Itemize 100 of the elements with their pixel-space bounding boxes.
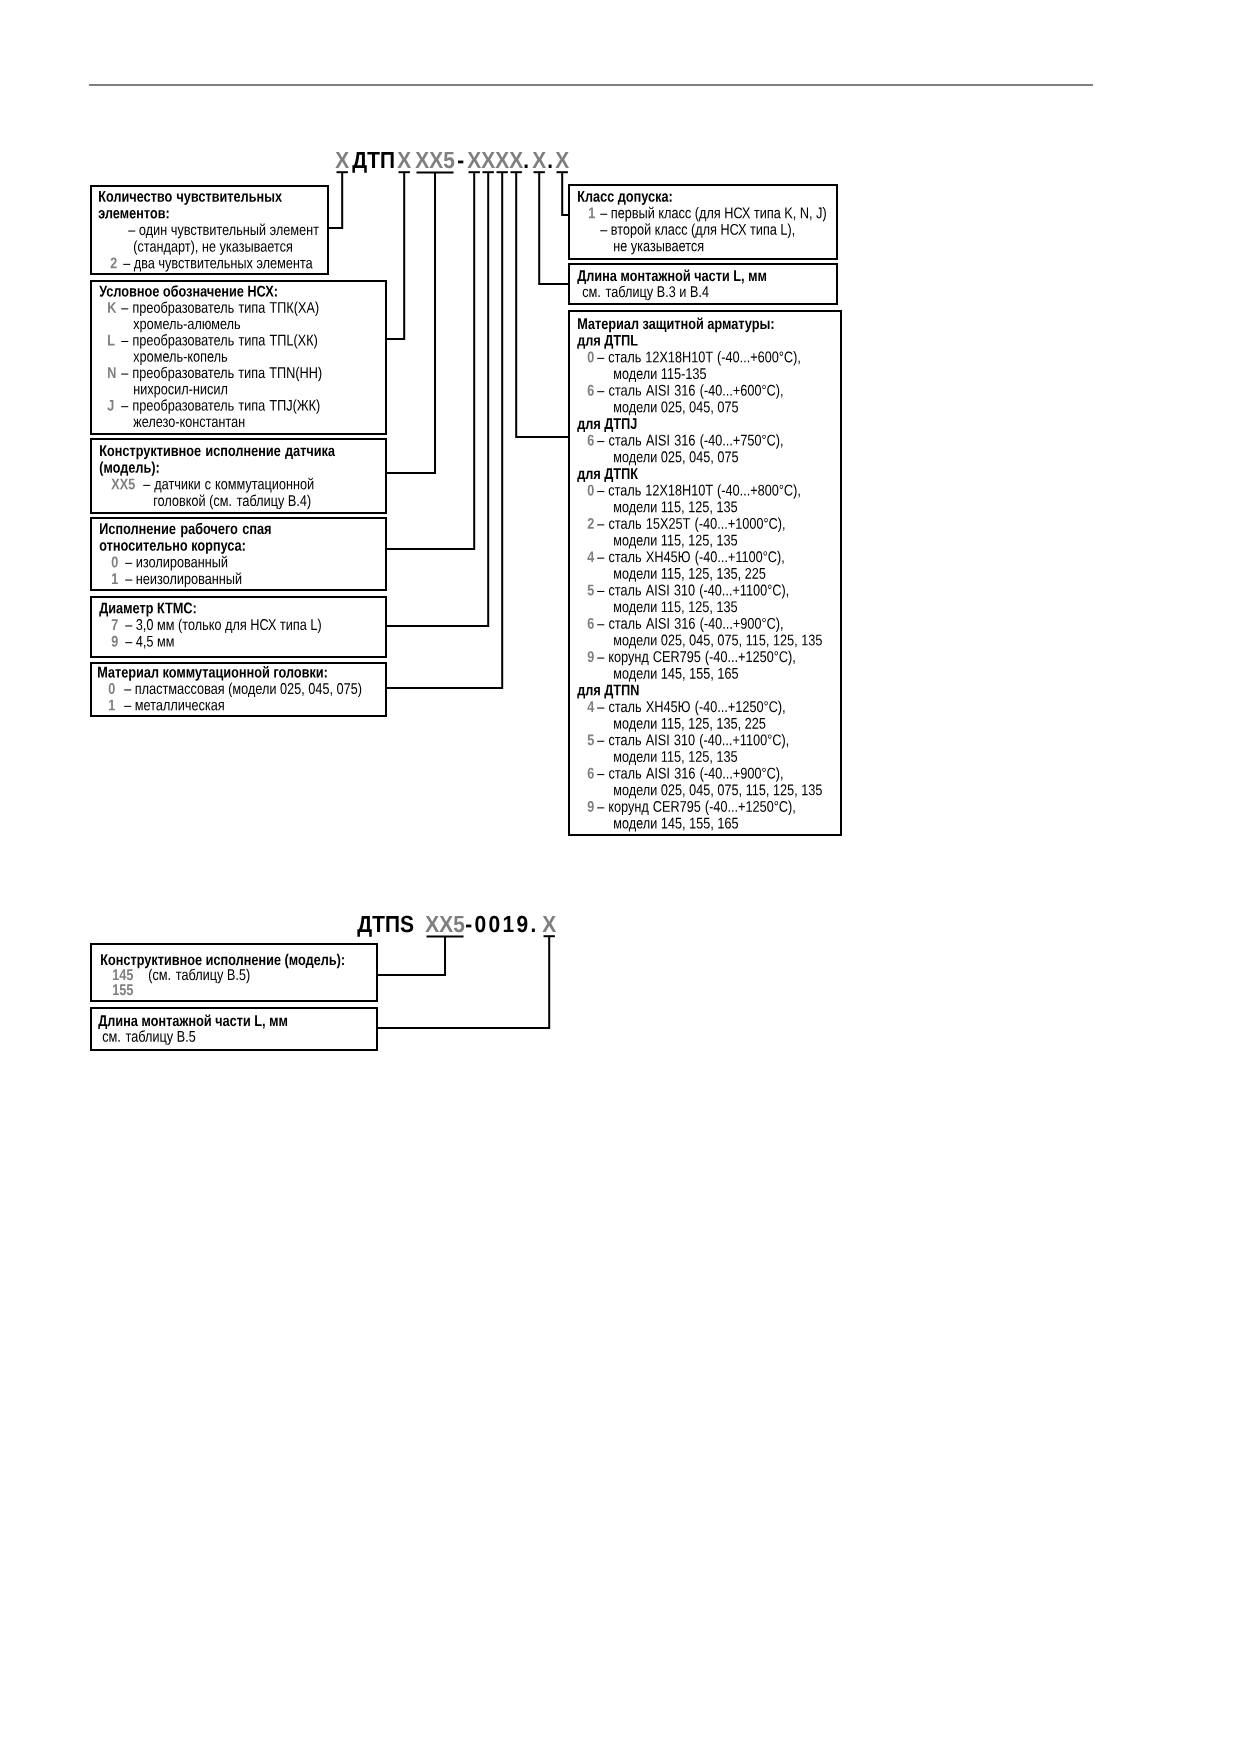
code-text: . [524, 164, 528, 168]
option-box [90, 662, 387, 717]
option-text: – сталь ХН45Ю (-40...+1250°C), модели 115, 125, 135, 225 [597, 700, 785, 732]
option-code: XX5 [111, 478, 135, 490]
code-field: X [335, 151, 349, 174]
leader-line [386, 171, 406, 340]
option-code: 6 [587, 767, 594, 779]
option-text: – сталь AISI 316 (-40...+600°C), модели 025, 045, 075 [597, 384, 783, 416]
leader-line [328, 171, 344, 229]
box-heading: Класс допуска: [578, 191, 672, 205]
option-text: – второй класс (для НСХ типа L), не указывается [600, 223, 795, 255]
option-text: см. таблицу В.3 и В.4 [582, 285, 709, 301]
option-code: 4 [587, 701, 595, 712]
code-field: XX5 [425, 916, 465, 938]
option-code: 2 [110, 257, 117, 269]
leader-line [386, 171, 490, 627]
group-heading: для ДТПN [577, 684, 639, 699]
box-heading: Условное обозначение НСХ: [99, 285, 277, 297]
option-text: – первый класс (для НСХ типа K, N, J) [600, 206, 826, 222]
code-field: X [509, 151, 523, 174]
option-text: (см. таблицу В.5) [149, 968, 250, 984]
code-field: XX5 [415, 151, 455, 174]
option-box [90, 185, 329, 275]
option-code: 5 [587, 584, 594, 596]
option-code: 9 [111, 635, 118, 647]
option-text: – преобразователь типа ТПN(НН) нихросил-нисил [121, 366, 322, 398]
leader-line [538, 171, 569, 285]
code-text: . [548, 164, 552, 168]
option-code: 155 [113, 984, 134, 996]
code-text: -0019. [466, 915, 535, 933]
option-box [568, 263, 838, 305]
option-text: – изолированный [125, 555, 228, 571]
option-text: – сталь 15Х25Т (-40...+1000°C), модели 115, 125, 135 [597, 517, 785, 549]
option-text: см. таблицу В.5 [102, 1030, 196, 1045]
option-code: J [107, 399, 114, 411]
leader-line [386, 171, 436, 474]
option-text: – сталь AISI 310 (-40...+1100°C), модели 115, 125, 135 [597, 584, 789, 616]
option-text: – корунд CER795 (-40...+1250°C), модели 145, 155, 165 [597, 800, 795, 832]
option-code: 1 [109, 699, 115, 711]
leader-line [561, 171, 569, 216]
group-heading: для ДТПJ [577, 418, 637, 432]
code-text: ДТПS [357, 915, 414, 937]
option-box [90, 1007, 378, 1051]
option-text: – сталь 12Х18Н10Т (-40...+600°C), модели 115-135 [597, 351, 800, 383]
option-text: – преобразователь типа ТПL(ХК) хромель-копель [121, 334, 318, 365]
leader-line [386, 171, 476, 550]
option-text: – сталь AISI 316 (-40...+900°C), модели 025, 045, 075, 115, 125, 135 [597, 767, 822, 799]
option-code: 0 [108, 683, 115, 695]
box-heading: Конструктивное исполнение датчика (модель): [99, 445, 336, 476]
option-text: – датчики с коммутационной головкой (см. таблицу В.4) [143, 477, 314, 510]
box-heading: Длина монтажной части L, мм [577, 269, 767, 285]
option-code: 6 [587, 384, 594, 396]
box-heading: Длина монтажной части L, мм [98, 1014, 288, 1030]
option-box [90, 280, 387, 435]
leader-line [377, 935, 446, 976]
option-code: 5 [587, 734, 594, 746]
code-field: X [542, 916, 556, 938]
option-text: – сталь AISI 316 (-40...+900°C), модели 025, 045, 075, 115, 125, 135 [597, 617, 822, 649]
box-heading: Диаметр КТМС: [99, 602, 196, 617]
option-code: 1 [112, 573, 118, 584]
code-field: X [397, 151, 411, 174]
code-field: X [532, 151, 546, 174]
code-text: - [458, 160, 464, 164]
box-heading: Материал защитной арматуры: [578, 317, 774, 333]
group-heading: для ДТПL [577, 334, 638, 349]
option-box [90, 517, 387, 591]
box-heading: Материал коммутационной головки: [98, 666, 327, 681]
option-code: 0 [587, 484, 594, 496]
option-text: – сталь AISI 316 (-40...+750°C), модели 025, 045, 075 [597, 434, 783, 466]
option-code: 1 [589, 207, 595, 219]
code-field: X [555, 151, 569, 174]
leader-line [515, 171, 569, 438]
option-text: – металлическая [124, 701, 224, 711]
box-heading: Исполнение рабочего спая относительно корпуса: [99, 522, 271, 554]
option-code: 6 [587, 617, 594, 629]
option-code: 7 [111, 619, 118, 630]
leader-line [377, 935, 551, 1029]
option-text: – 4,5 мм [125, 635, 174, 649]
option-text: – сталь AISI 310 (-40...+1100°C), модели 115, 125, 135 [597, 734, 789, 765]
option-text: – преобразователь типа ТПК(ХА) хромель-алюмель [121, 301, 319, 333]
option-text: – сталь 12Х18Н10Т (-40...+800°C), модели 115, 125, 135 [597, 484, 800, 516]
option-box [90, 596, 387, 658]
option-text: – один чувствительный элемент (стандарт), не указывается [128, 223, 319, 255]
option-code: L [108, 334, 115, 346]
option-text: – 3,0 мм (только для НСХ типа L) [125, 618, 321, 634]
code-field: X [481, 151, 495, 174]
option-code: 4 [587, 551, 595, 563]
option-text: – два чувствительных элемента [123, 259, 313, 272]
code-field: X [495, 151, 509, 174]
option-box [90, 438, 387, 514]
option-box [568, 184, 838, 260]
option-text: – неизолированный [125, 572, 242, 588]
code-field: X [467, 151, 481, 174]
option-code: 6 [587, 434, 594, 446]
option-text: – преобразователь типа ТПJ(ЖК) железо-константан [121, 399, 320, 428]
option-text: – сталь ХН45Ю (-40...+1100°C), модели 115, 125, 135, 225 [597, 550, 784, 582]
option-code: 0 [111, 556, 118, 568]
option-code: 9 [587, 651, 594, 663]
box-heading: Конструктивное исполнение (модель): [101, 953, 344, 969]
option-text: – корунд CER795 (-40...+1250°C), модели 145, 155, 165 [597, 650, 795, 682]
